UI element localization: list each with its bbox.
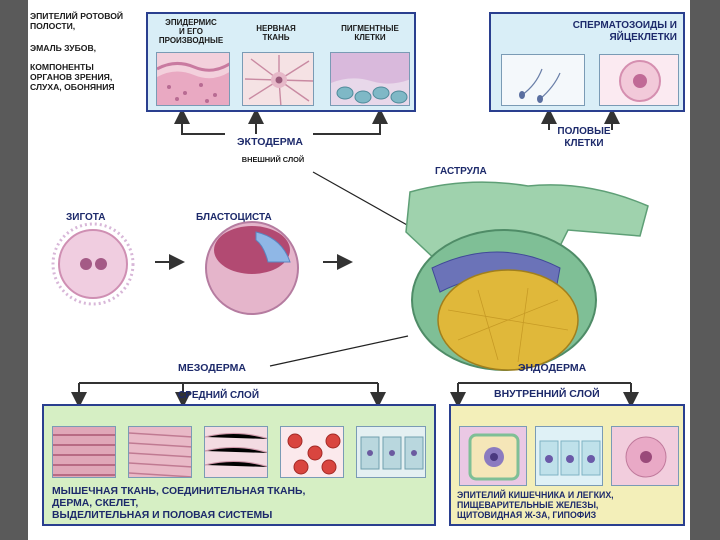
mesoderm-caption: МЫШЕЧНАЯ ТКАНЬ, СОЕДИНИТЕЛЬНАЯ ТКАНЬ, ДЕ… <box>52 486 306 521</box>
sperm-image <box>501 54 585 106</box>
mesoderm-title: МЕЗОДЕРМА <box>178 362 246 374</box>
nervous-tissue-label: НЕРВНАЯ ТКАНЬ <box>256 24 296 43</box>
pigment-cells-label: ПИГМЕНТНЫЕ КЛЕТКИ <box>341 24 399 43</box>
diagram-canvas: ЭПИТЕЛИЙ РОТОВОЙ ПОЛОСТИ, ЭМАЛЬ ЗУБОВ, К… <box>28 0 690 540</box>
ectoderm-title: ЭКТОДЕРМА <box>237 136 303 148</box>
mesoderm-derivatives-box: МЫШЕЧНАЯ ТКАНЬ, СОЕДИНИТЕЛЬНАЯ ТКАНЬ, ДЕ… <box>42 404 436 526</box>
mesoderm-pointer <box>269 335 409 367</box>
smooth-muscle-image <box>128 426 192 478</box>
note-tooth-enamel: ЭМАЛЬ ЗУБОВ, <box>30 43 97 53</box>
muscle-tissue-image <box>52 426 116 478</box>
nerve-cell-image <box>242 52 314 106</box>
endoderm-subtitle: ВНУТРЕННИЙ СЛОЙ <box>494 388 600 400</box>
mesoderm-subtitle: СРЕДНИЙ СЛОЙ <box>178 390 260 401</box>
note-sense-organs: КОМПОНЕНТЫ ОРГАНОВ ЗРЕНИЯ, СЛУХА, ОБОНЯН… <box>30 62 115 92</box>
pigment-cells-image <box>330 52 410 106</box>
germ-cells-title: СПЕРМАТОЗОИДЫ И ЯЙЦЕКЛЕТКИ <box>572 20 677 43</box>
blastocyst-image <box>205 221 299 315</box>
thyroid-image <box>611 426 679 486</box>
epidermis-label: ЭПИДЕРМИС И ЕГО ПРОИЗВОДНЫЕ <box>158 18 224 46</box>
kidney-tissue-image <box>356 426 426 478</box>
ectoderm-subtitle: ВНЕШНИЙ СЛОЙ <box>241 155 305 164</box>
gastrula-label: ГАСТРУЛА <box>435 166 487 177</box>
connective-tissue-image <box>204 426 268 478</box>
gastrula-image <box>405 181 649 371</box>
ectoderm-derivatives-box: ЭПИДЕРМИС И ЕГО ПРОИЗВОДНЫЕ НЕРВНАЯ ТКАН… <box>146 12 416 112</box>
endoderm-derivatives-box: ЭПИТЕЛИЙ КИШЕЧНИКА И ЛЕГКИХ, ПИЩЕВАРИТЕЛ… <box>449 404 685 526</box>
egg-cell-image <box>599 54 679 106</box>
germ-cells-label: ПОЛОВЫЕ КЛЕТКИ <box>557 126 611 149</box>
blastocyst-label: БЛАСТОЦИСТА <box>196 212 272 223</box>
zygote-label: ЗИГОТА <box>66 212 106 223</box>
epidermis-image <box>156 52 230 106</box>
note-oral-epithelium: ЭПИТЕЛИЙ РОТОВОЙ ПОЛОСТИ, <box>30 11 124 31</box>
germ-cells-box: СПЕРМАТОЗОИДЫ И ЯЙЦЕКЛЕТКИ <box>489 12 685 112</box>
blood-cells-image <box>280 426 344 478</box>
intestine-epithelium-image <box>459 426 527 486</box>
zygote-image <box>51 222 135 306</box>
endoderm-title: ЭНДОДЕРМА <box>518 362 587 374</box>
endoderm-caption: ЭПИТЕЛИЙ КИШЕЧНИКА И ЛЕГКИХ, ПИЩЕВАРИТЕЛ… <box>457 490 614 521</box>
lung-epithelium-image <box>535 426 603 486</box>
stage-illustrations <box>51 181 649 371</box>
